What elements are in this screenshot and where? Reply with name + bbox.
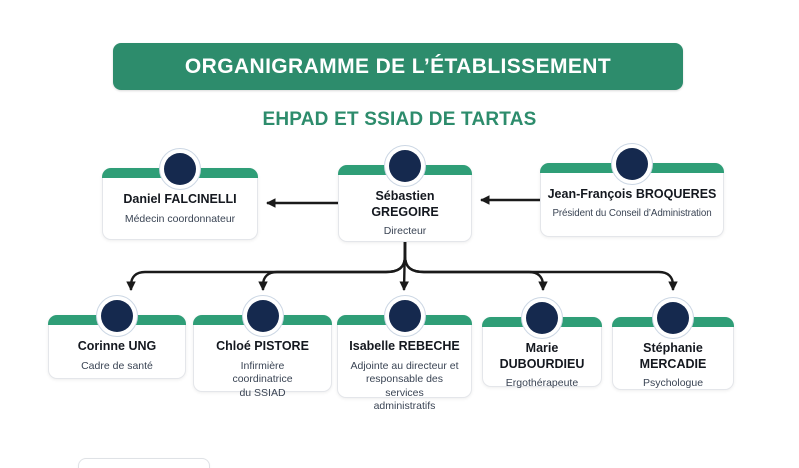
person-role: Ergothérapeute <box>505 377 579 390</box>
org-card-dubourdieu: Marie DUBOURDIEU Ergothérapeute <box>482 297 602 390</box>
person-avatar-icon <box>652 297 694 339</box>
person-name: Isabelle REBECHE <box>349 339 460 353</box>
person-avatar-icon <box>383 295 426 337</box>
person-role: Psychologue <box>642 377 704 390</box>
person-role: Adjointe au directeur et responsable des… <box>350 359 459 412</box>
person-name: Corinne UNG <box>77 339 157 353</box>
person-avatar-icon <box>611 143 653 185</box>
org-card-broqueres: Jean-François BROQUERES Président du Con… <box>540 143 724 237</box>
org-card-pistore: Chloé PISTORE Infirmière coordinatrice d… <box>193 295 332 399</box>
person-name: Jean-François BROQUERES <box>547 187 717 201</box>
person-name: Marie DUBOURDIEU <box>499 341 585 371</box>
person-role: Infirmière coordinatrice du SSIAD <box>232 359 293 399</box>
person-name: Chloé PISTORE <box>216 339 309 353</box>
person-role: Président du Conseil d’Administration <box>552 207 712 219</box>
person-role: Médecin coordonnateur <box>124 212 236 225</box>
branch-to-mercadie <box>403 242 678 291</box>
org-card-mercadie: Stéphanie MERCADIE Psychologue <box>612 297 734 390</box>
person-name: Daniel FALCINELLI <box>123 192 237 206</box>
branch-to-dubourdieu <box>403 242 548 291</box>
org-card-rebeche: Isabelle REBECHE Adjointe au directeur e… <box>337 295 472 412</box>
establishment-subtitle: EHPAD ET SSIAD DE TARTAS <box>262 109 537 130</box>
person-name: Sébastien GREGOIRE <box>371 189 439 219</box>
person-avatar-icon <box>96 295 138 337</box>
person-avatar-icon <box>159 148 201 190</box>
title-banner: ORGANIGRAMME DE L’ÉTABLISSEMENT <box>113 43 683 90</box>
org-card-falcinelli: Daniel FALCINELLI Médecin coordonnateur <box>102 148 258 240</box>
org-card-gregoire: Sébastien GREGOIRE Directeur <box>338 145 472 242</box>
person-avatar-icon <box>384 145 426 187</box>
branch-to-ung <box>126 242 407 291</box>
person-role: Cadre de santé <box>81 359 153 372</box>
branch-to-rebeche <box>399 241 409 291</box>
person-role: Directeur <box>383 225 427 238</box>
person-name: Stéphanie MERCADIE <box>639 341 707 371</box>
person-avatar-icon <box>241 295 284 337</box>
partial-next-card-edge <box>78 458 210 468</box>
org-card-ung: Corinne UNG Cadre de santé <box>48 295 186 379</box>
banner-title: ORGANIGRAMME DE L’ÉTABLISSEMENT <box>184 54 612 78</box>
person-avatar-icon <box>521 297 563 339</box>
branch-to-pistore <box>258 242 407 291</box>
